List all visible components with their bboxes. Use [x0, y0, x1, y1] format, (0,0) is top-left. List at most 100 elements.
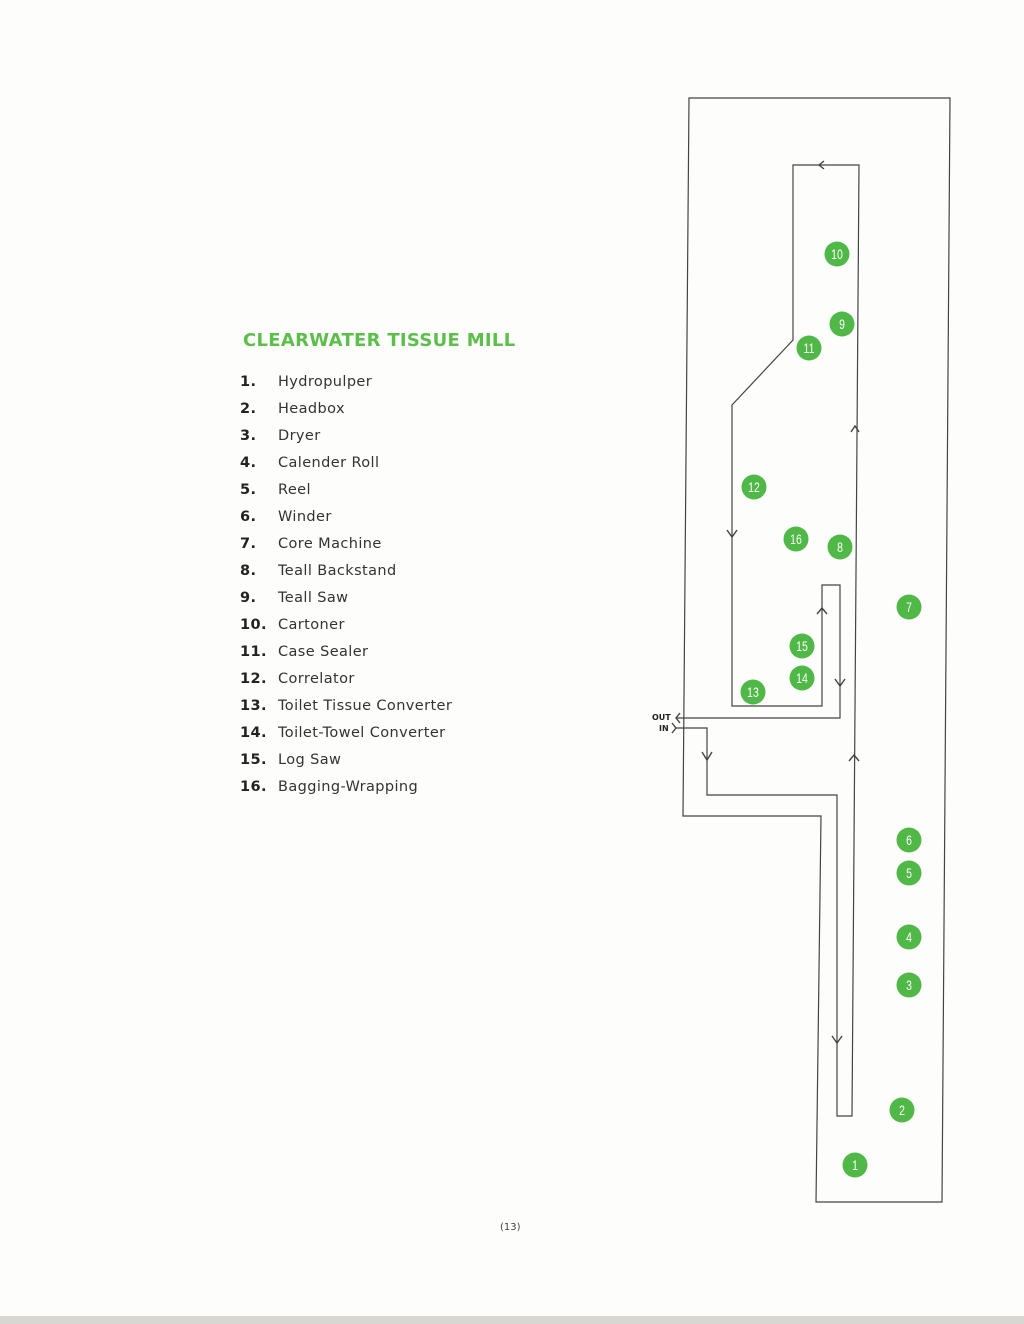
legend-number: 11. — [240, 643, 267, 660]
legend-label: Toilet Tissue Converter — [278, 697, 453, 714]
legend-label: Reel — [278, 481, 311, 498]
marker-number: 2 — [899, 1103, 905, 1119]
marker-number: 16 — [790, 532, 802, 548]
legend-number: 6. — [240, 508, 257, 525]
equipment-marker-7: 7 — [896, 594, 922, 620]
equipment-marker-3: 3 — [896, 972, 922, 998]
marker-number: 1 — [852, 1158, 858, 1174]
marker-number: 11 — [804, 341, 815, 357]
legend-label: Calender Roll — [278, 454, 380, 471]
arrow-down-icon — [726, 529, 738, 539]
legend-number: 4. — [240, 454, 257, 471]
marker-circle — [789, 665, 815, 691]
legend-item: 4. Calender Roll — [240, 449, 452, 476]
legend-label: Toilet-Towel Converter — [278, 724, 446, 741]
legend-item: 8.Teall Backstand — [240, 557, 452, 584]
legend-item: 2. Headbox — [240, 395, 452, 422]
marker-number: 4 — [906, 930, 912, 946]
legend-label: Headbox — [278, 400, 345, 417]
arrow-up-icon — [816, 606, 828, 615]
marker-circle — [829, 311, 855, 337]
flow-arrows — [671, 160, 860, 1045]
legend-list: 1. Hydropulper 2. Headbox 3. Dryer 4. Calender … — [240, 368, 452, 800]
equipment-marker-12: 12 — [741, 474, 767, 500]
out-label: OUT — [652, 713, 671, 722]
marker-circle — [827, 534, 853, 560]
legend-label: Correlator — [278, 670, 355, 687]
legend-label: Core Machine — [278, 535, 382, 552]
legend-number: 10. — [240, 616, 267, 633]
arrow-left-icon — [675, 712, 681, 724]
marker-number: 15 — [796, 639, 808, 655]
legend-number: 14. — [240, 724, 267, 741]
marker-number: 13 — [747, 685, 759, 701]
equipment-marker-1: 1 — [842, 1152, 868, 1178]
equipment-marker-4: 4 — [896, 924, 922, 950]
marker-circle — [896, 594, 922, 620]
legend-label: Dryer — [278, 427, 321, 444]
legend-item: 14. Toilet-Towel Converter — [240, 719, 452, 746]
marker-number: 10 — [831, 247, 843, 263]
arrow-up-icon — [848, 753, 860, 762]
marker-number: 12 — [748, 480, 760, 496]
page-edge — [0, 1316, 1024, 1324]
arrow-down-icon — [834, 678, 846, 688]
legend-number: 1. — [240, 373, 257, 390]
equipment-marker-6: 6 — [896, 827, 922, 853]
legend-item: 16. Bagging-Wrapping — [240, 773, 452, 800]
legend-item: 13. Toilet Tissue Converter — [240, 692, 452, 719]
legend-item: 1. Hydropulper — [240, 368, 452, 395]
equipment-marker-13: 13 — [740, 679, 766, 705]
legend-item: 11. Case Sealer — [240, 638, 452, 665]
legend-item: 10. Cartoner — [240, 611, 452, 638]
legend-item: 6. Winder — [240, 503, 452, 530]
equipment-marker-10: 10 — [824, 241, 850, 267]
legend-number: 7. — [240, 535, 257, 552]
legend-label: Bagging-Wrapping — [278, 778, 419, 795]
page-title: CLEARWATER TISSUE MILL — [243, 330, 516, 351]
legend-label: Cartoner — [278, 616, 345, 633]
legend-item: 3. Dryer — [240, 422, 452, 449]
equipment-marker-5: 5 — [896, 860, 922, 886]
marker-number: 8 — [837, 540, 843, 556]
equipment-marker-15: 15 — [789, 633, 815, 659]
equipment-marker-14: 14 — [789, 665, 815, 691]
marker-circle — [896, 827, 922, 853]
legend-number: 13. — [240, 697, 267, 714]
marker-circle — [796, 335, 822, 361]
legend-number: 3. — [240, 427, 257, 444]
legend-item: 7. Core Machine — [240, 530, 452, 557]
legend-label: Log Saw — [278, 751, 342, 768]
marker-circle — [783, 526, 809, 552]
arrow-up-icon — [850, 424, 860, 433]
arrow-left-icon — [817, 160, 825, 170]
equipment-marker-11: 11 — [796, 335, 822, 361]
marker-circle — [842, 1152, 868, 1178]
legend-label: Case Sealer — [278, 643, 369, 660]
legend-item: 9.Teall Saw — [240, 584, 452, 611]
process-flow-line — [676, 164, 860, 1117]
marker-circle — [896, 924, 922, 950]
legend-item: 15.Log Saw — [240, 746, 452, 773]
legend-number: 12. — [240, 670, 267, 687]
legend-number: 5. — [240, 481, 257, 498]
marker-number: 6 — [906, 833, 912, 849]
legend-item: 5. Reel — [240, 476, 452, 503]
legend-label: Teall Backstand — [278, 562, 397, 579]
marker-circle — [789, 633, 815, 659]
legend-item: 12. Correlator — [240, 665, 452, 692]
equipment-marker-9: 9 — [829, 311, 855, 337]
marker-circle — [896, 972, 922, 998]
marker-circle — [741, 474, 767, 500]
legend-label: Teall Saw — [278, 589, 349, 606]
legend-number: 2. — [240, 400, 257, 417]
equipment-marker-16: 16 — [783, 526, 809, 552]
marker-number: 5 — [906, 866, 912, 882]
legend-label: Winder — [278, 508, 332, 525]
marker-number: 3 — [906, 978, 912, 994]
marker-circle — [889, 1097, 915, 1123]
legend-label: Hydropulper — [278, 373, 373, 390]
legend-number: 16. — [240, 778, 267, 795]
equipment-marker-8: 8 — [827, 534, 853, 560]
marker-number: 7 — [906, 600, 912, 616]
